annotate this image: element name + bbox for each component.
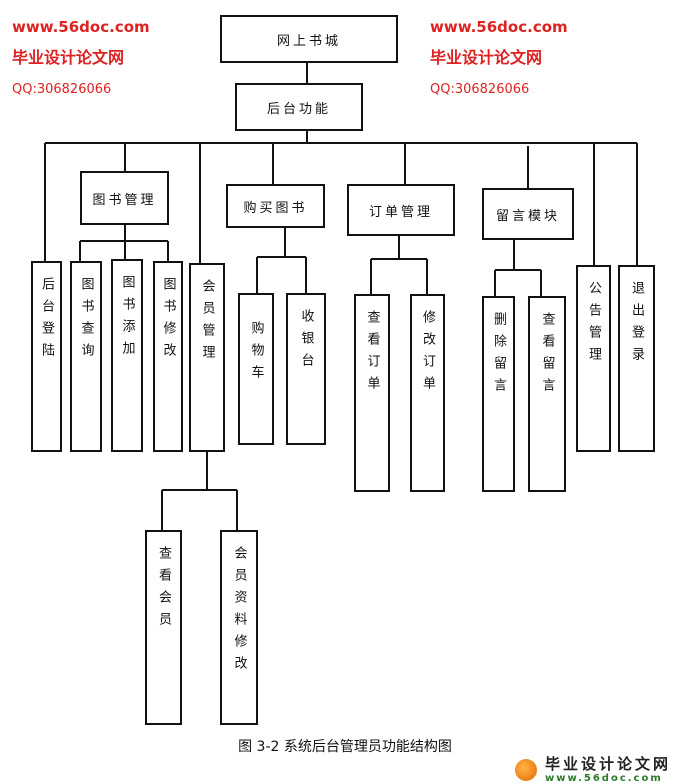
watermark-site: www.56doc.com	[12, 18, 150, 36]
node-notice-management: 公告管理	[576, 265, 611, 452]
node-label: 查看订单	[364, 310, 380, 398]
node-label: 订单管理	[368, 204, 433, 220]
node-label: 退出登录	[629, 281, 644, 369]
node-label: 图书管理	[92, 192, 157, 208]
watermark-qq-2: QQ:306826066	[430, 82, 530, 97]
node-view-messages: 查看留言	[528, 296, 566, 492]
node-label: 会员资料修改	[231, 546, 247, 678]
watermark-site-2: www.56doc.com	[430, 18, 568, 36]
node-member-management: 会员管理	[189, 263, 225, 452]
node-delete-messages: 删除留言	[482, 296, 515, 492]
node-book-edit: 图书修改	[153, 261, 183, 452]
node-label: 图书修改	[160, 277, 176, 365]
node-message-module: 留言模块	[482, 188, 574, 240]
node-label: 购物车	[248, 321, 264, 387]
logo-url: www.56doc.com	[545, 772, 663, 784]
logo-name: 毕业设计论文网	[545, 755, 672, 773]
node-label: 图书添加	[119, 275, 135, 363]
node-edit-orders: 修改订单	[410, 294, 445, 492]
site-logo: 毕业设计论文网 www.56doc.com	[515, 755, 672, 784]
figure-caption: 图 3-2 系统后台管理员功能结构图	[238, 739, 452, 755]
node-label: 删除留言	[491, 312, 506, 400]
node-checkout: 收银台	[286, 293, 326, 445]
watermark-name: 毕业设计论文网	[12, 48, 125, 67]
node-label: 查看会员	[156, 546, 171, 634]
node-order-management: 订单管理	[347, 184, 455, 236]
node-book-query: 图书查询	[70, 261, 102, 452]
node-edit-member-info: 会员资料修改	[220, 530, 258, 725]
node-view-orders: 查看订单	[354, 294, 390, 492]
node-view-members: 查看会员	[145, 530, 182, 725]
node-label: 后台功能	[266, 101, 331, 117]
node-book-management: 图书管理	[80, 171, 169, 225]
node-label: 查看留言	[539, 312, 555, 400]
node-label: 后台登陆	[39, 277, 54, 365]
node-shopping-cart: 购物车	[238, 293, 274, 445]
node-label: 会员管理	[199, 279, 215, 367]
node-label: 图书查询	[78, 277, 94, 365]
node-label: 留言模块	[495, 208, 560, 224]
node-label: 购买图书	[243, 200, 308, 216]
node-book-add: 图书添加	[111, 259, 143, 452]
node-backend-functions: 后台功能	[235, 83, 363, 131]
node-label: 收银台	[298, 309, 314, 375]
node-backend-login: 后台登陆	[31, 261, 62, 452]
node-buy-books: 购买图书	[226, 184, 325, 228]
node-label: 网上书城	[276, 33, 341, 49]
node-online-bookstore: 网上书城	[220, 15, 398, 63]
watermark-name-2: 毕业设计论文网	[430, 48, 543, 67]
node-logout: 退出登录	[618, 265, 655, 452]
node-label: 公告管理	[586, 281, 601, 369]
logo-icon	[515, 759, 537, 781]
node-label: 修改订单	[420, 310, 435, 398]
watermark-qq: QQ:306826066	[12, 82, 112, 97]
